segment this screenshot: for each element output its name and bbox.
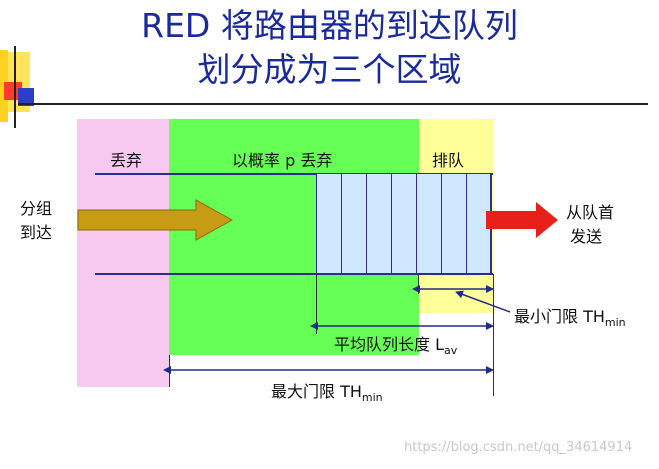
avg-length-start-tick xyxy=(316,274,317,334)
decor-vertical-rule xyxy=(14,46,16,128)
max-threshold-label: 最大门限 THmin xyxy=(271,378,383,404)
buffer-slot-divider xyxy=(441,174,442,273)
buffer-slot-divider xyxy=(391,174,392,273)
queue-zone-label: 排队 xyxy=(432,151,465,170)
queue-pipe-bottom xyxy=(95,273,493,275)
drop-zone-label: 丢弃 xyxy=(110,151,143,170)
decor-blue-block xyxy=(18,88,34,106)
min-threshold-pointer xyxy=(455,290,511,313)
title-line-2: 划分成为三个区域 xyxy=(197,50,462,89)
watermark: https://blog.csdn.net/qq_34614914 xyxy=(404,440,633,455)
min-threshold-subscript: min xyxy=(604,316,626,330)
arrival-label-line-1: 分组 xyxy=(20,199,53,218)
max-threshold-text: 最大门限 TH xyxy=(271,382,362,401)
departure-arrow xyxy=(486,202,558,238)
avg-length-text: 平均队列长度 L xyxy=(334,335,445,354)
buffer-slot-divider xyxy=(341,174,342,273)
title-line-1: RED 将路由器的到达队列 xyxy=(141,6,518,45)
queue-buffer xyxy=(316,174,492,273)
min-threshold-start-tick xyxy=(418,274,419,294)
avg-length-subscript: av xyxy=(444,344,458,358)
buffer-slot-divider xyxy=(366,174,367,273)
buffer-slot-divider xyxy=(466,174,467,273)
arrival-label-line-2: 到达 xyxy=(20,223,53,242)
departure-label-line-2: 发送 xyxy=(570,227,603,246)
min-threshold-label: 最小门限 THmin xyxy=(514,303,626,329)
decor-red-block xyxy=(4,82,22,100)
departure-label-line-1: 从队首 xyxy=(566,203,615,222)
buffer-slot-divider xyxy=(316,174,317,273)
buffer-slot-divider xyxy=(416,174,417,273)
probability-zone-label: 以概率 p 丢弃 xyxy=(232,151,333,170)
queue-end-tick xyxy=(493,274,494,396)
max-threshold-subscript: min xyxy=(361,391,383,405)
drop-zone xyxy=(77,119,169,387)
decor-horizontal-rule xyxy=(18,103,648,105)
arrival-arrow xyxy=(77,199,234,241)
queue-pipe-top xyxy=(95,173,493,175)
min-threshold-text: 最小门限 TH xyxy=(514,307,605,326)
avg-length-label: 平均队列长度 Lav xyxy=(334,331,457,357)
